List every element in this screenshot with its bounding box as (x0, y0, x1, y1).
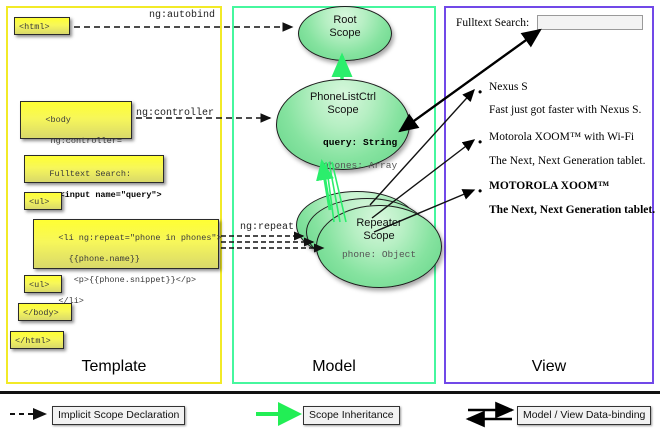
column-label-model: Model (312, 358, 356, 375)
code-line: <p>{{phone.snippet}}</p> (58, 274, 197, 285)
list-bullet: • (478, 135, 483, 149)
code-box-html-close: </html> (10, 331, 64, 349)
caption-ng-autobind: ng:autobind (149, 10, 216, 21)
code-box-ul-open: <ul> (24, 192, 62, 210)
column-label-template: Template (81, 358, 147, 375)
phone-snippet: Fast just got faster with Nexus S. (489, 104, 642, 116)
list-bullet: • (478, 85, 483, 99)
code-line: Fulltext Search: (49, 168, 132, 179)
code-box-body-close: </body> (18, 303, 72, 321)
phone-name: Motorola XOOM™ with Wi-Fi (489, 131, 635, 143)
view-search-label: Fulltext Search: (456, 17, 530, 29)
code-box-li-repeat: <li ng:repeat="phone in phones"> {{phone… (33, 219, 222, 306)
code-line: {{phone.name}} (58, 253, 141, 264)
legend-label-implicit-scope-declaration: Implicit Scope Declaration (52, 406, 186, 425)
scope-phonelistctrl-props: query: String phones: Array (289, 125, 397, 183)
phone-name: MOTOROLA XOOM™ (489, 180, 610, 192)
code-line: <li ng:repeat="phone in phones"> (58, 232, 222, 243)
caption-ng-controller: ng:controller (136, 108, 215, 119)
code-line: </li> (58, 295, 84, 306)
legend-separator (0, 391, 660, 394)
legend-label-data-binding: Model / View Data-binding (517, 406, 652, 425)
code-line: <body (45, 114, 71, 125)
list-bullet: • (478, 184, 483, 198)
column-view: View (444, 6, 654, 384)
caption-ng-repeat: ng:repeat (240, 222, 295, 233)
legend-label-scope-inheritance: Scope Inheritance (303, 406, 400, 425)
code-box-body-open: <body ng:controller= "PhoneListCtrl"> (20, 101, 132, 167)
code-box-fulltext-search: Fulltext Search: <input name="query"> (24, 155, 164, 200)
prop-phones: phones: Array (323, 159, 398, 171)
view-search-input[interactable] (537, 15, 643, 30)
code-box-html-open: <html> (14, 17, 70, 35)
phone-snippet: The Next, Next Generation tablet. (489, 155, 646, 167)
code-line: ng:controller= (45, 135, 122, 146)
phone-snippet: The Next, Next Generation tablet. (489, 204, 656, 216)
phone-name: Nexus S (489, 81, 528, 93)
scope-repeater-props: phone: Object (341, 249, 417, 260)
legend: Implicit Scope Declaration Scope Inherit… (0, 398, 660, 435)
code-box-ul-close: <ul> (24, 275, 62, 293)
code-line-input: <input name="query"> (49, 189, 162, 200)
column-label-view: View (531, 358, 567, 375)
prop-query: query: String (323, 136, 398, 148)
